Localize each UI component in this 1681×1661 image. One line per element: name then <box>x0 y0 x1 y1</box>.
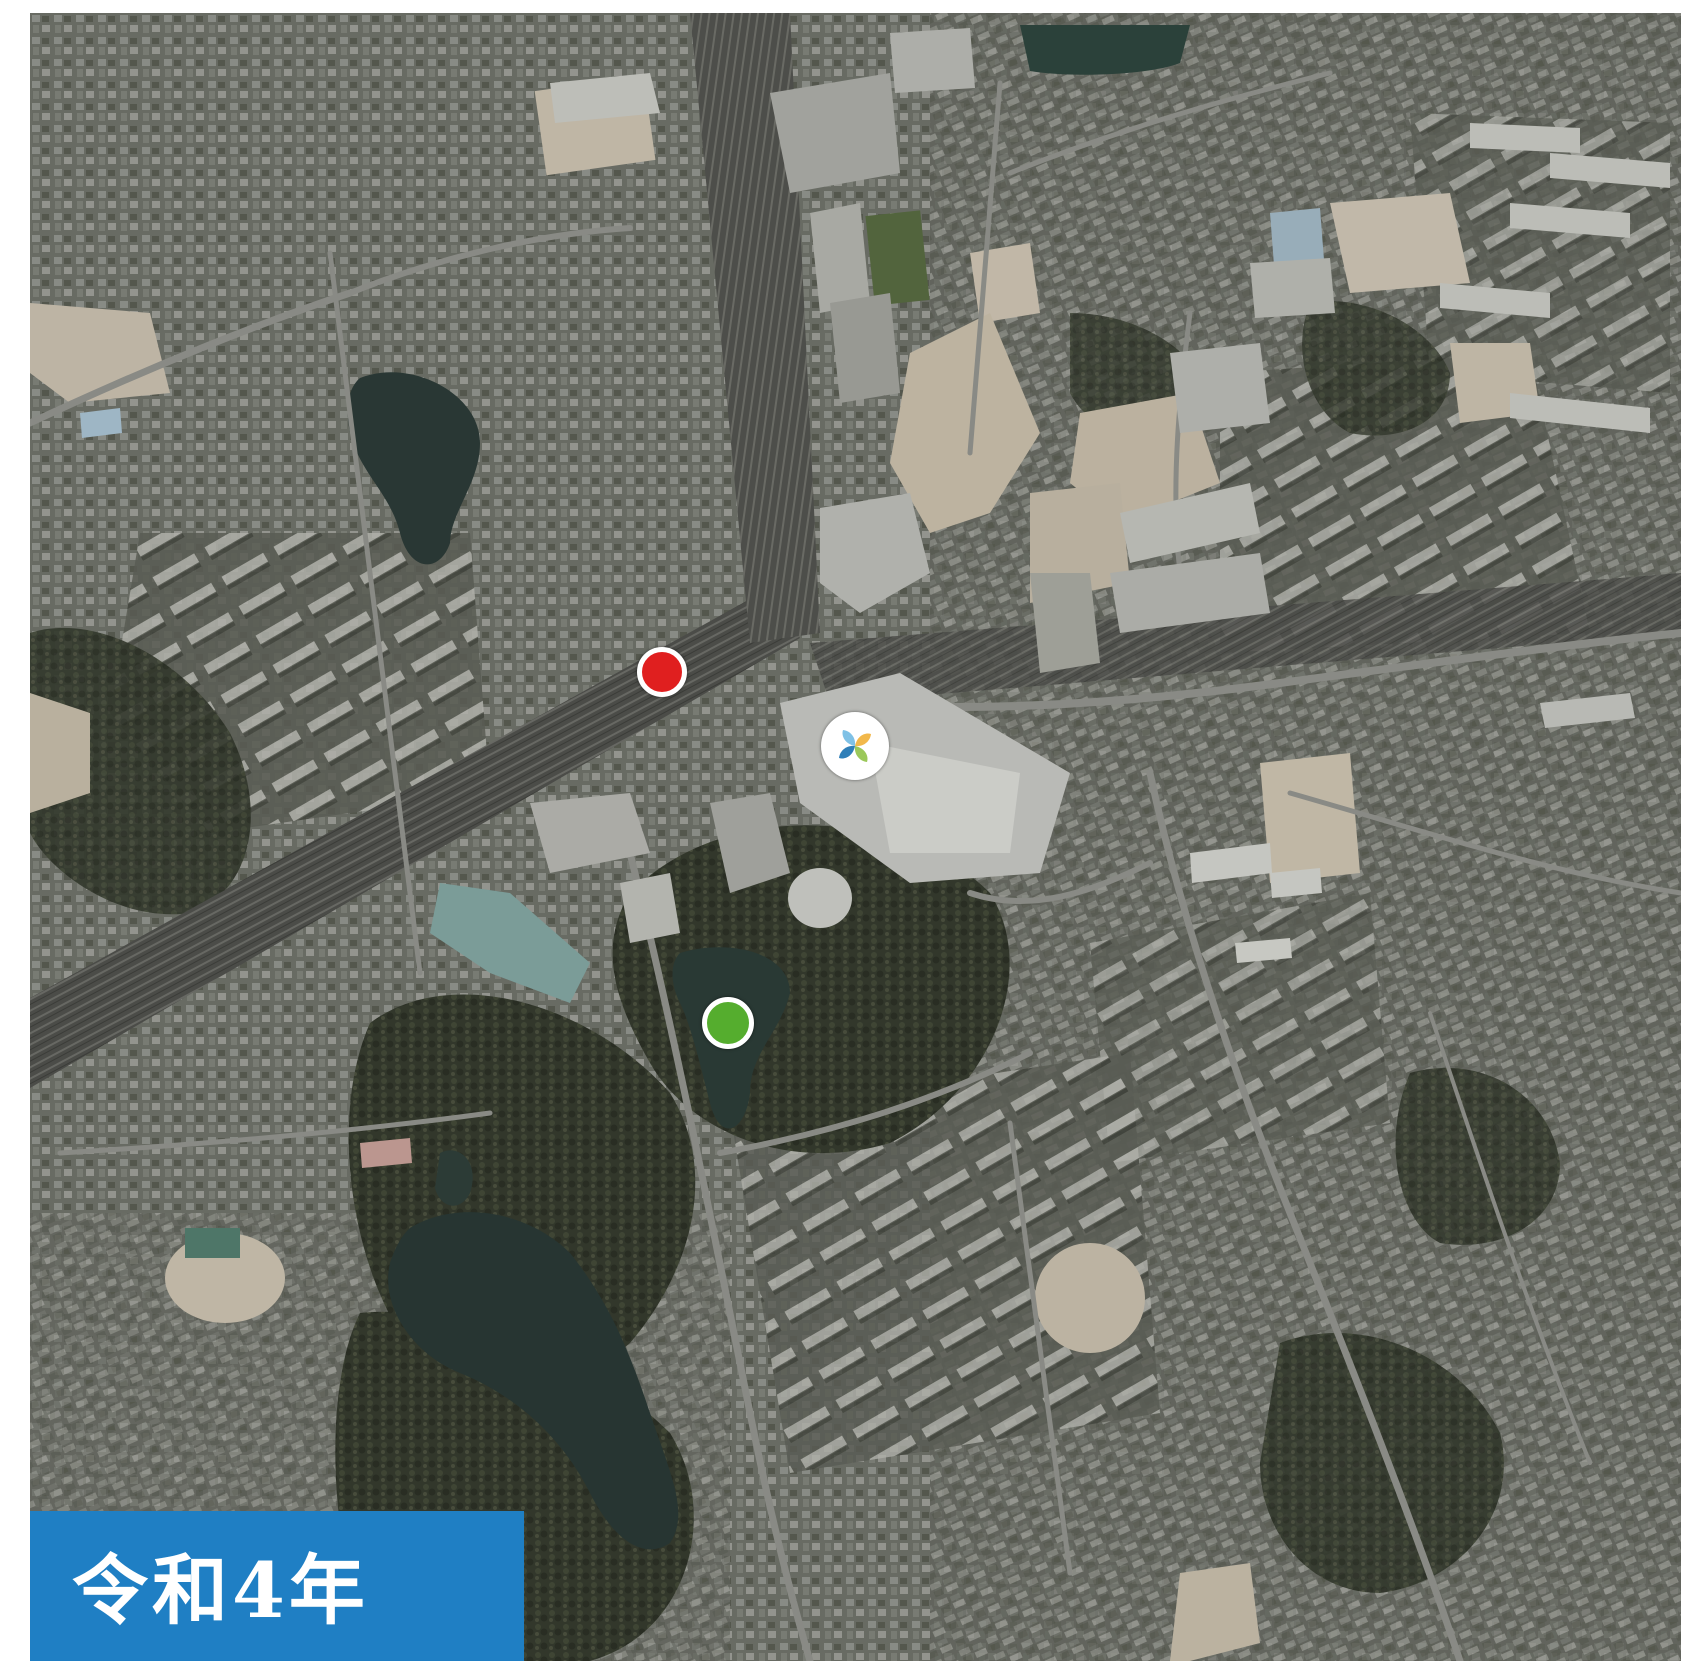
red-dot-marker[interactable] <box>637 647 687 697</box>
aerial-photo-image <box>30 13 1681 1661</box>
logo-marker[interactable] <box>821 712 889 780</box>
green-dot-marker[interactable] <box>702 997 754 1049</box>
year-label-text: 令和4年 <box>72 1546 369 1635</box>
flower-logo-icon <box>839 730 871 762</box>
year-label-box: 令和4年 <box>30 1511 524 1661</box>
aerial-map[interactable] <box>30 13 1681 1661</box>
